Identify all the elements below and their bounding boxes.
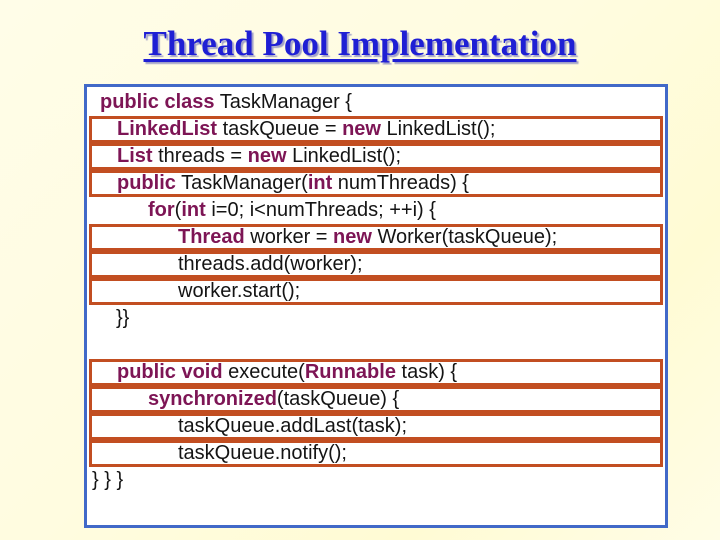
code-keyword: synchronized <box>148 388 277 410</box>
code-line-highlighted: synchronized(taskQueue) { <box>89 386 663 413</box>
code-line-highlighted: public void execute(Runnable task) { <box>89 359 663 386</box>
code-text: TaskManager { <box>214 91 352 113</box>
code-line <box>89 332 663 359</box>
code-text: taskQueue.addLast(task); <box>178 415 408 437</box>
code-keyword: List <box>117 145 153 167</box>
code-line: }} <box>89 305 663 332</box>
slide-title: Thread Pool Implementation <box>143 24 577 63</box>
code-keyword: Thread <box>178 226 245 248</box>
code-line: public class TaskManager { <box>89 89 663 116</box>
code-text: threads = <box>152 145 248 167</box>
code-keyword: new <box>333 226 372 248</box>
code-line-highlighted: threads.add(worker); <box>89 251 663 278</box>
code-keyword: public void <box>117 361 223 383</box>
code-text: taskQueue.notify(); <box>178 442 347 464</box>
code-keyword: int <box>307 172 333 194</box>
code-line-highlighted: Thread worker = new Worker(taskQueue); <box>89 224 663 251</box>
code-keyword: public class <box>100 91 215 113</box>
code-line-highlighted: List threads = new LinkedList(); <box>89 143 663 170</box>
code-text: } } } <box>92 469 124 491</box>
code-text: LinkedList(); <box>381 118 496 140</box>
code-line-highlighted: LinkedList taskQueue = new LinkedList(); <box>89 116 663 143</box>
code-keyword: for <box>148 199 175 221</box>
code-line-highlighted: worker.start(); <box>89 278 663 305</box>
code-keyword: LinkedList <box>117 118 218 140</box>
code-line: for(int i=0; i<numThreads; ++i) { <box>89 197 663 224</box>
code-text: numThreads) { <box>332 172 469 194</box>
code-text: (taskQueue) { <box>276 388 400 410</box>
code-text: Worker(taskQueue); <box>371 226 558 248</box>
code-keyword: public <box>117 172 176 194</box>
code-box: public class TaskManager {LinkedList tas… <box>84 84 668 528</box>
code-text: ( <box>174 199 182 221</box>
title-container: Thread Pool Implementation <box>0 24 720 64</box>
code-keyword: new <box>247 145 287 167</box>
code-text: worker.start(); <box>178 280 301 302</box>
code-line-highlighted: taskQueue.addLast(task); <box>89 413 663 440</box>
code-keyword: Runnable <box>304 361 396 383</box>
code-text: worker = <box>244 226 334 248</box>
code-text: taskQueue = <box>217 118 343 140</box>
code-text: LinkedList(); <box>286 145 402 167</box>
code-text: execute( <box>222 361 305 383</box>
code-line-highlighted: taskQueue.notify(); <box>89 440 663 467</box>
code-keyword: int <box>181 199 206 221</box>
code-line: } } } <box>89 467 663 494</box>
code-text: TaskManager( <box>175 172 308 194</box>
code-line-highlighted: public TaskManager(int numThreads) { <box>89 170 663 197</box>
code-text: threads.add(worker); <box>178 253 363 275</box>
code-keyword: new <box>342 118 381 140</box>
code-text: }} <box>116 307 130 329</box>
code-text: task) { <box>395 361 458 383</box>
code-text: i=0; i<numThreads; ++i) { <box>205 199 436 221</box>
